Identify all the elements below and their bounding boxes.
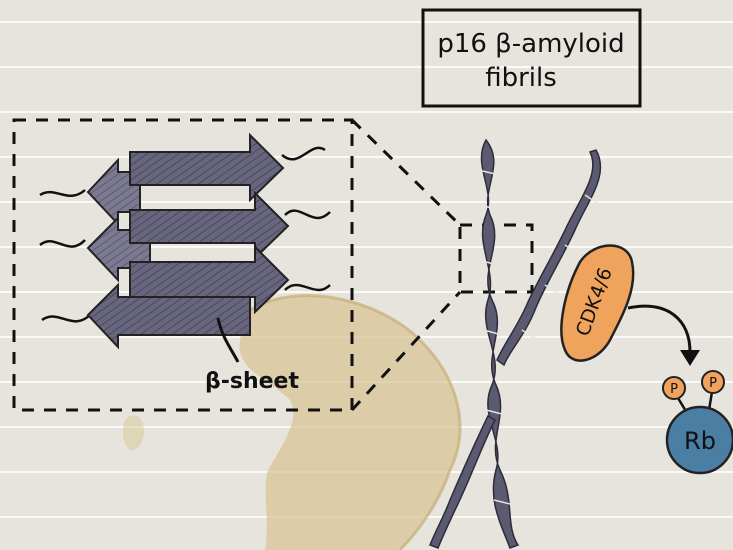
beta-sheet-label: β-sheet: [205, 369, 299, 394]
rb-label: Rb: [684, 427, 716, 455]
phosphate-1: P: [663, 377, 685, 399]
phosphate-1-label: P: [670, 382, 678, 397]
phosphate-2-label: P: [709, 376, 717, 391]
title-line-2: fibrils: [485, 63, 557, 93]
title-line-1: p16 β-amyloid: [437, 29, 624, 59]
phosphate-2: P: [702, 371, 724, 393]
